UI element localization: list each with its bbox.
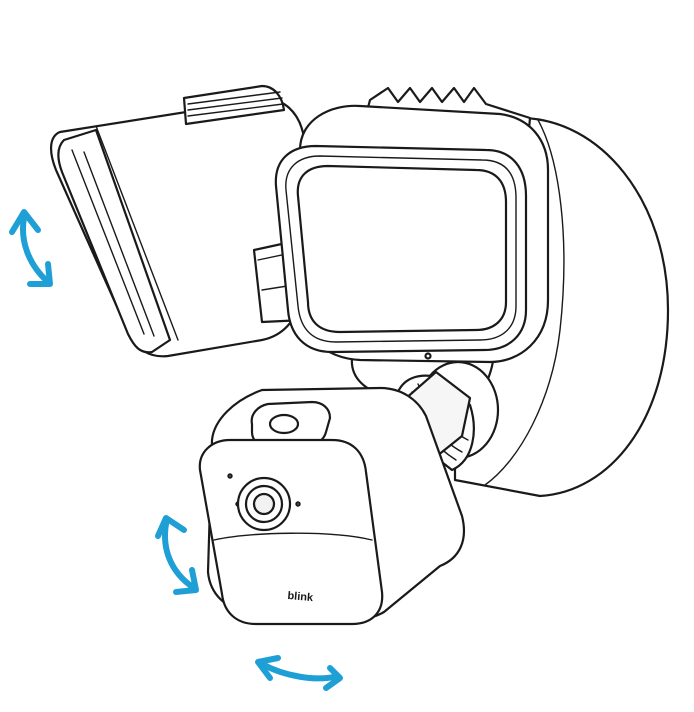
camera-top-button: [250, 400, 332, 448]
curved-double-arrow-icon-left-floodlight: [9, 209, 53, 287]
blink-camera: blink: [198, 386, 466, 626]
curved-double-arrow-icon-camera-pan: [255, 655, 343, 691]
right-floodlight: [274, 86, 550, 364]
camera-brand-label: blink: [287, 590, 314, 604]
left-floodlight: [50, 84, 306, 358]
camera-lens: [236, 476, 292, 532]
curved-double-arrow-icon-camera-tilt: [155, 515, 199, 595]
